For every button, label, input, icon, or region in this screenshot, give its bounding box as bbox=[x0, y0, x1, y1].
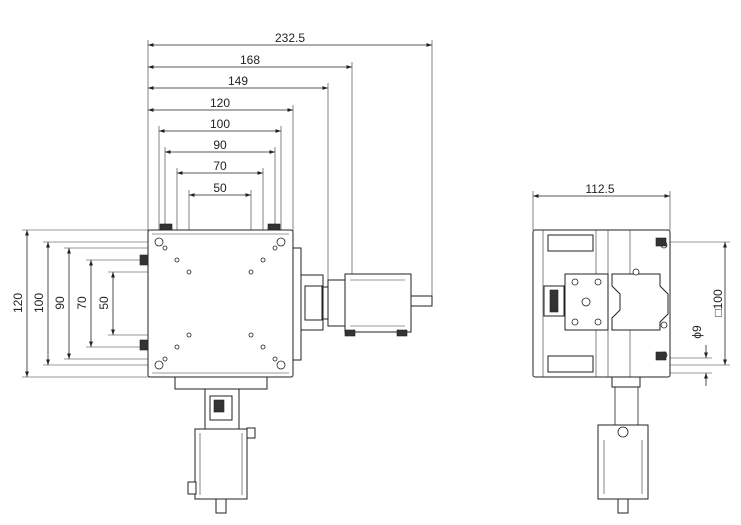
front-horizontal-dimension-labels: 232.5 168 149 120 100 90 70 50 bbox=[210, 31, 305, 195]
dim-90-h: 90 bbox=[213, 138, 227, 152]
right-motor-assembly bbox=[292, 247, 433, 361]
dim-50-h: 50 bbox=[213, 181, 227, 195]
front-view: 232.5 168 149 120 100 90 70 50 bbox=[11, 31, 433, 514]
side-diameter-dimension: ϕ9 bbox=[670, 325, 712, 386]
dim-149: 149 bbox=[228, 74, 248, 88]
dim-168: 168 bbox=[240, 53, 260, 67]
stage-body bbox=[139, 223, 294, 378]
side-square-dimension: □100 bbox=[670, 241, 730, 366]
dim-square-100: □100 bbox=[711, 289, 725, 317]
side-view: 112.5 □100 bbox=[532, 182, 730, 514]
dim-90-v: 90 bbox=[53, 296, 67, 310]
front-horizontal-dimensions bbox=[147, 40, 433, 298]
dim-70-v: 70 bbox=[75, 296, 89, 310]
dim-70-h: 70 bbox=[213, 159, 227, 173]
dim-100-v: 100 bbox=[32, 293, 46, 313]
dim-120-h: 120 bbox=[210, 96, 230, 110]
side-body bbox=[532, 229, 671, 378]
side-bottom-motor bbox=[597, 376, 649, 514]
front-vertical-dimension-labels: 120 100 90 70 50 bbox=[11, 293, 111, 313]
dim-112-5: 112.5 bbox=[585, 182, 614, 196]
dim-50-v: 50 bbox=[97, 296, 111, 310]
dim-232-5: 232.5 bbox=[275, 31, 305, 45]
side-width-dimension: 112.5 bbox=[532, 182, 671, 230]
dim-120-v: 120 bbox=[11, 293, 25, 313]
dim-dia-9: ϕ9 bbox=[690, 325, 704, 339]
front-vertical-dimensions bbox=[22, 229, 190, 378]
bottom-motor-assembly bbox=[174, 376, 268, 514]
dim-100-h: 100 bbox=[210, 117, 230, 131]
